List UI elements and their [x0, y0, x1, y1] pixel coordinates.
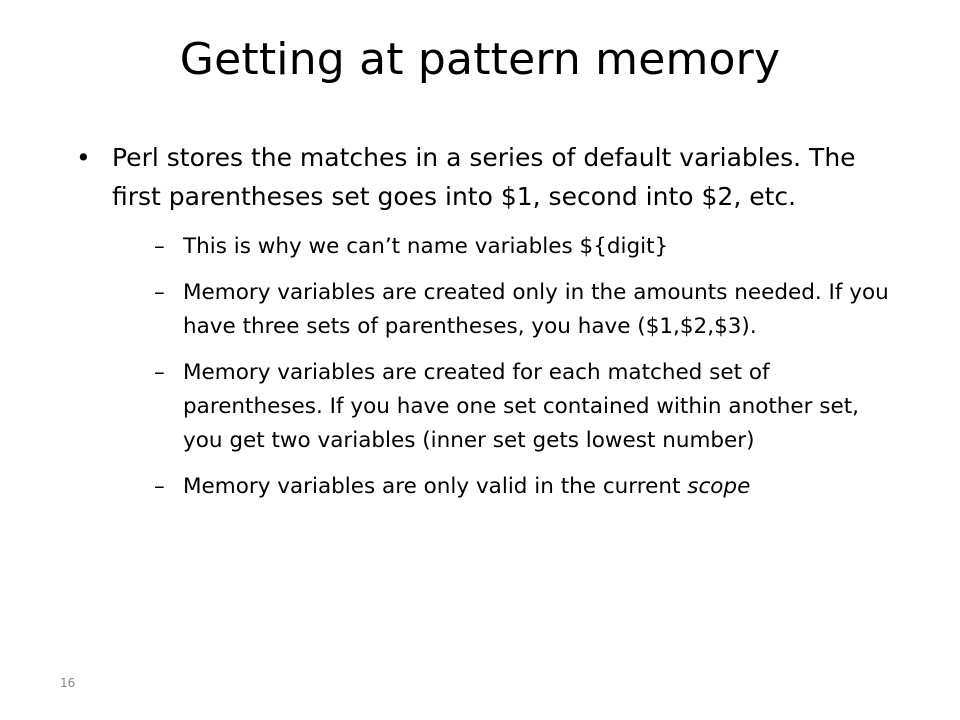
slide-title: Getting at pattern memory [179, 34, 781, 85]
sub-bullet-text: Memory variables are only valid in the c… [183, 474, 681, 499]
sub-bullet-item: – Memory variables are created only in t… [154, 276, 890, 344]
bullet-text: Perl stores the matches in a series of d… [112, 143, 856, 211]
scope-term: scope [687, 474, 751, 499]
bullet-icon: • [76, 143, 91, 172]
sub-bullet-item: – This is why we can’t name variables ${… [154, 230, 890, 264]
sub-bullet-text: This is why we can’t name variables ${di… [183, 234, 669, 259]
sub-bullet-item: – Memory variables are only valid in the… [154, 470, 890, 504]
dash-icon: – [154, 234, 165, 259]
dash-icon: – [154, 360, 165, 385]
sub-bullet-text: Memory variables are created for each ma… [183, 360, 860, 453]
page-number: 16 [60, 676, 76, 690]
sub-bullet-text: Memory variables are created only in the… [183, 280, 889, 339]
bullet-item: • Perl stores the matches in a series of… [70, 138, 890, 216]
dash-icon: – [154, 474, 165, 499]
sub-bullet-item: – Memory variables are created for each … [154, 356, 890, 458]
dash-icon: – [154, 280, 165, 305]
slide-body: • Perl stores the matches in a series of… [70, 138, 890, 516]
